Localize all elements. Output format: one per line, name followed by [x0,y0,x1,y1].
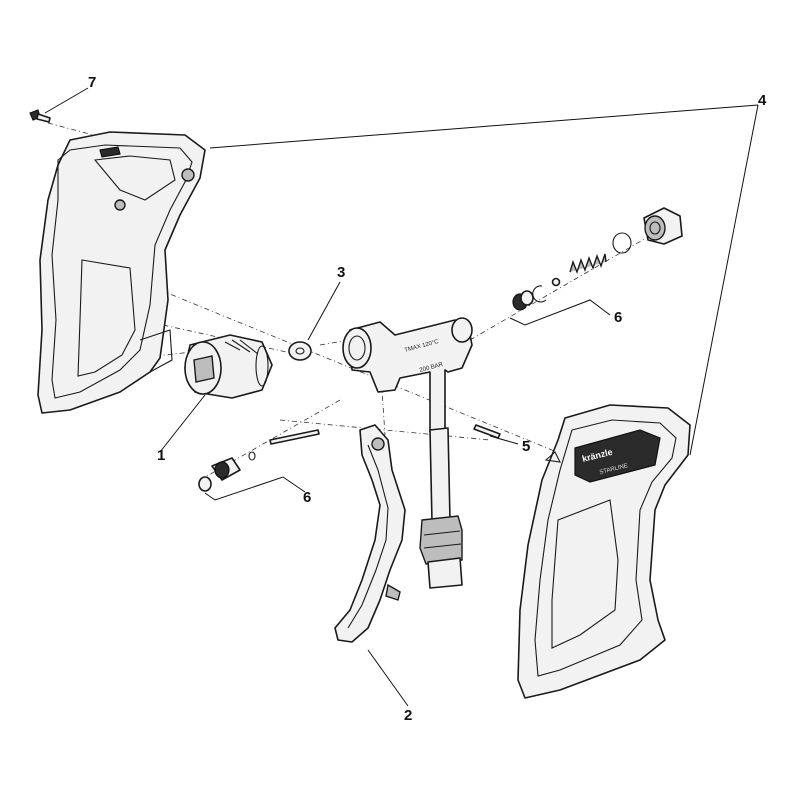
seal-set-part-6-upper [512,207,683,311]
callout-2: 2 [404,707,412,724]
washer-part-3 [288,341,312,361]
callout-6-lower: 6 [303,489,311,506]
trigger-part-2 [334,424,406,643]
callout-3: 3 [337,264,345,281]
seal-set-part-6-lower [198,429,320,492]
leader-lines [44,87,759,707]
callout-4: 4 [758,92,767,109]
valve-body: TMAX 120°C 200 BAR [342,317,473,589]
handle-shell-left [37,131,206,414]
callout-7: 7 [88,74,96,91]
pin-part-5 [473,424,501,439]
callout-labels: 1 2 3 4 5 6 6 7 [88,74,767,724]
callout-1: 1 [157,447,165,464]
cartridge-part-1 [184,334,273,399]
screw-part-7 [29,109,51,123]
callout-6-upper: 6 [614,309,622,326]
callout-5: 5 [522,438,530,455]
handle-shell-right: kränzle STARLINE [517,404,691,699]
